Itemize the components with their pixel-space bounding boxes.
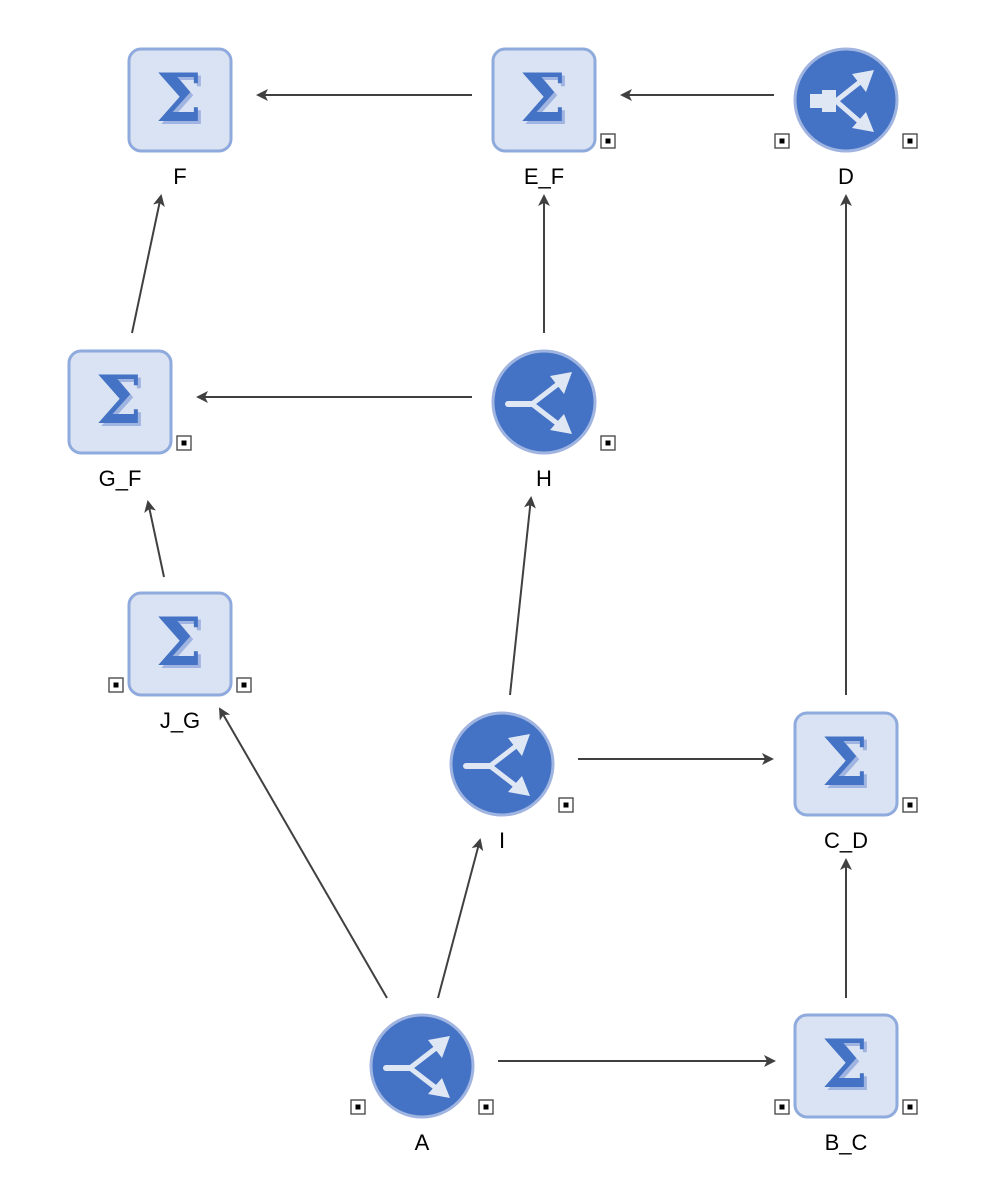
node-h-port-right-icon[interactable]: [600, 435, 616, 451]
edge-i-to-h[interactable]: [509, 496, 536, 696]
node-b-c-port-right-icon[interactable]: [902, 1099, 918, 1115]
node-c-d-label: C_D: [824, 828, 868, 853]
node-e-f[interactable]: ΣΣ E_F: [491, 47, 616, 189]
node-g-f[interactable]: ΣΣ G_F: [67, 349, 192, 491]
svg-text:Σ: Σ: [156, 603, 203, 681]
node-f-label: F: [173, 164, 186, 189]
node-g-f-port-right-icon[interactable]: [176, 435, 192, 451]
node-g-f-box: [67, 349, 173, 455]
sigma-icon: ΣΣ: [822, 1025, 872, 1106]
node-a-label: A: [415, 1130, 430, 1155]
sigma-icon: ΣΣ: [156, 603, 206, 684]
node-g-f-label: G_F: [99, 466, 142, 491]
node-i-port-right-icon[interactable]: [558, 797, 574, 813]
svg-text:Σ: Σ: [520, 59, 567, 137]
node-f-box: [127, 47, 233, 153]
node-c-d[interactable]: ΣΣ C_D: [793, 711, 918, 853]
svg-text:Σ: Σ: [159, 62, 206, 140]
node-e-f-box: [491, 47, 597, 153]
node-b-c[interactable]: ΣΣ B_C: [774, 1013, 918, 1155]
node-h[interactable]: H: [491, 349, 616, 491]
split-icon: [505, 372, 572, 434]
node-d-label: D: [838, 164, 854, 189]
svg-text:Σ: Σ: [822, 1025, 869, 1103]
node-e-f-label: E_F: [524, 164, 564, 189]
edge-a-to-j-g[interactable]: [218, 707, 388, 999]
edge-j-g-to-g-f[interactable]: [144, 500, 165, 578]
svg-text:Σ: Σ: [159, 606, 206, 684]
node-i-label: I: [499, 828, 505, 853]
node-j-g-port-right-icon[interactable]: [236, 677, 252, 693]
node-h-label: H: [536, 466, 552, 491]
node-a[interactable]: A: [350, 1013, 494, 1155]
node-c-d-box: [793, 711, 899, 817]
edge-g-f-to-f[interactable]: [131, 194, 165, 334]
node-a-port-left-icon[interactable]: [350, 1099, 366, 1115]
node-d-port-left-icon[interactable]: [774, 133, 790, 149]
sigma-icon: ΣΣ: [96, 361, 146, 442]
node-d[interactable]: D: [774, 47, 918, 189]
edge-a-to-i[interactable]: [437, 838, 484, 999]
node-j-g[interactable]: ΣΣ J_G: [108, 591, 252, 733]
node-b-c-box: [793, 1013, 899, 1119]
merge-split-icon: [810, 70, 874, 132]
svg-text:Σ: Σ: [156, 59, 203, 137]
sigma-icon: ΣΣ: [822, 723, 872, 804]
svg-text:Σ: Σ: [822, 723, 869, 801]
node-j-g-port-left-icon[interactable]: [108, 677, 124, 693]
sigma-icon: ΣΣ: [156, 59, 206, 140]
node-f[interactable]: ΣΣ F: [127, 47, 233, 189]
node-d-port-right-icon[interactable]: [902, 133, 918, 149]
node-c-d-port-right-icon[interactable]: [902, 797, 918, 813]
split-icon: [463, 734, 530, 796]
edges-layer: [131, 89, 852, 1067]
node-i[interactable]: I: [449, 711, 574, 853]
svg-text:Σ: Σ: [825, 1028, 872, 1106]
svg-text:Σ: Σ: [523, 62, 570, 140]
node-b-c-label: B_C: [825, 1130, 868, 1155]
node-j-g-box: [127, 591, 233, 697]
svg-text:Σ: Σ: [99, 364, 146, 442]
svg-text:Σ: Σ: [96, 361, 143, 439]
node-a-port-right-icon[interactable]: [478, 1099, 494, 1115]
node-b-c-port-left-icon[interactable]: [774, 1099, 790, 1115]
node-e-f-port-right-icon[interactable]: [600, 133, 616, 149]
split-icon: [383, 1036, 450, 1098]
sigma-icon: ΣΣ: [520, 59, 570, 140]
svg-text:Σ: Σ: [825, 726, 872, 804]
node-j-g-label: J_G: [160, 708, 200, 733]
